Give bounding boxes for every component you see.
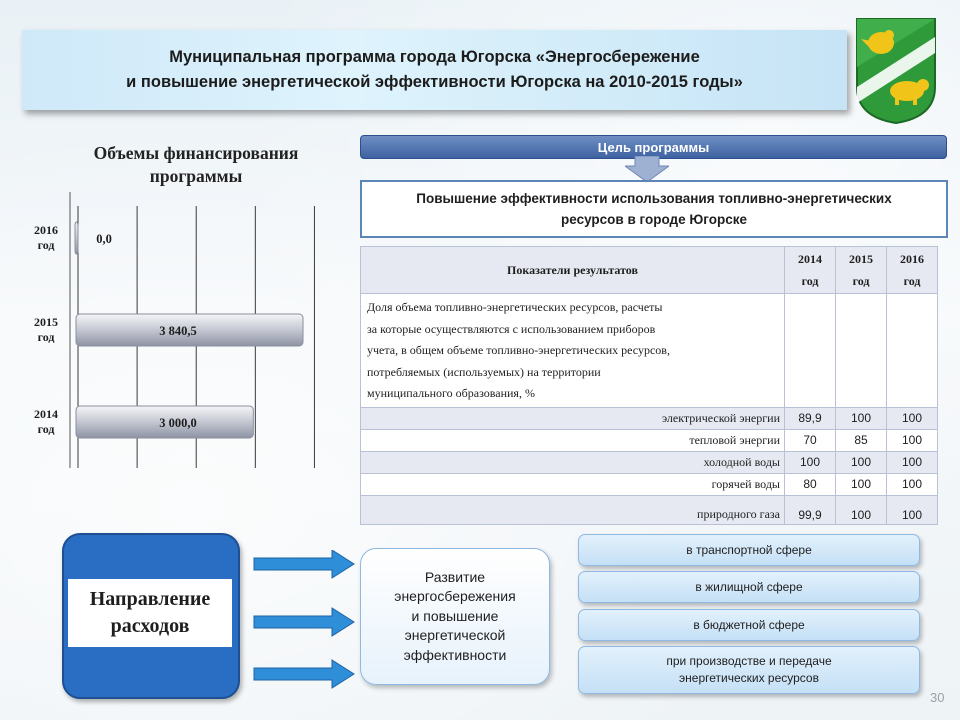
value-2014: 100	[784, 450, 836, 474]
row-label: тепловой энергии	[360, 428, 785, 452]
development-line: эффективности	[403, 646, 507, 663]
goal-text-line-1: Повышение эффективности использования то…	[416, 191, 892, 206]
description-line: учета, в общем объеме топливно-энергетич…	[367, 343, 670, 357]
table-row: горячей воды 80 100 100	[360, 472, 938, 496]
direction-line-1: Направление	[89, 588, 211, 610]
sphere-housing: в жилищной сфере	[578, 571, 920, 603]
table-row: электрической энергии 89,9 100 100	[360, 406, 938, 430]
year-header-2014: 2014 год	[784, 246, 836, 294]
chart-title: Объемы финансирования программы	[56, 142, 336, 188]
value-label: 3 000,0	[159, 416, 197, 430]
row-label: электрической энергии	[360, 406, 785, 430]
value-2016: 100	[886, 450, 938, 474]
sphere-production-line-2: энергетических ресурсов	[679, 671, 819, 685]
value-2014: 80	[784, 472, 836, 496]
bar	[75, 313, 304, 347]
empty-cell	[835, 293, 887, 408]
value-2016: 100	[886, 494, 938, 525]
goal-text-box: Повышение эффективности использования то…	[360, 180, 948, 238]
development-line: Развитие	[424, 568, 486, 585]
right-arrow-icon	[253, 659, 355, 689]
value-2015: 100	[835, 472, 887, 496]
bar	[75, 405, 254, 439]
row-label: природного газа	[360, 494, 785, 525]
indicators-table: Показатели результатов 2014 год 2015 год…	[360, 246, 938, 525]
sphere-transport: в транспортной сфере	[578, 534, 920, 566]
chart-title-line-1: Объемы финансирования	[93, 143, 299, 163]
indicators-header-label: Показатели результатов	[360, 246, 785, 294]
direction-label: Направление расходов	[68, 579, 232, 647]
year-suffix: год	[801, 274, 819, 288]
development-box: Развитие энергосбережения и повышение эн…	[360, 548, 550, 685]
sphere-production: при производстве и передаче энергетическ…	[578, 646, 920, 694]
description-line: муниципального образования, %	[367, 386, 535, 400]
sphere-budget: в бюджетной сфере	[578, 609, 920, 641]
title-banner: Муниципальная программа города Югорска «…	[22, 30, 847, 110]
direction-arrows	[253, 550, 355, 689]
right-arrow-icon	[253, 550, 355, 579]
value-2015: 100	[835, 450, 887, 474]
goal-text-line-2: ресурсов в городе Югорске	[561, 212, 747, 227]
description-row: Доля объема топливно-энергетических ресу…	[360, 293, 938, 408]
direction-line-2: расходов	[110, 615, 190, 637]
empty-cell	[784, 293, 836, 408]
year-number: 2014	[798, 252, 822, 266]
year-header-2016: 2016 год	[886, 246, 938, 294]
indicator-description: Доля объема топливно-энергетических ресу…	[360, 293, 785, 408]
year-suffix: год	[852, 274, 870, 288]
table-row: тепловой энергии 70 85 100	[360, 428, 938, 452]
development-line: и повышение	[411, 607, 499, 624]
value-2014: 89,9	[784, 406, 836, 430]
row-label: горячей воды	[360, 472, 785, 496]
coat-of-arms-icon	[856, 18, 936, 125]
development-line: энергетической	[404, 627, 506, 644]
title-line-1: Муниципальная программа города Югорска «…	[169, 48, 700, 66]
table-row: природного газа 99,9 100 100	[360, 494, 938, 525]
description-line: потребляемых (используемых) на территори…	[367, 364, 601, 379]
goal-header: Цель программы	[360, 135, 947, 159]
value-2015: 85	[835, 428, 887, 452]
value-label: 3 840,5	[159, 324, 197, 338]
value-2016: 100	[886, 406, 938, 430]
table-row: холодной воды 100 100 100	[360, 450, 938, 474]
empty-cell	[886, 293, 938, 408]
year-suffix: год	[903, 274, 921, 288]
sphere-production-line-1: при производстве и передаче	[666, 654, 832, 668]
development-line: энергосбережения	[394, 588, 516, 605]
page-number: 30	[930, 690, 945, 705]
title-line-2: и повышение энергетической эффективности…	[126, 73, 743, 91]
value-2014: 99,9	[784, 494, 836, 525]
description-line: за которые осуществляются с использовани…	[367, 321, 656, 336]
value-2016: 100	[886, 472, 938, 496]
year-header-2015: 2015 год	[835, 246, 887, 294]
value-2015: 100	[835, 406, 887, 430]
year-number: 2015	[849, 252, 873, 266]
down-arrow-icon	[625, 156, 669, 182]
value-label: 0,0	[96, 232, 112, 246]
value-2014: 70	[784, 428, 836, 452]
value-2015: 100	[835, 494, 887, 525]
chart-title-line-2: программы	[149, 166, 243, 186]
value-2016: 100	[886, 428, 938, 452]
bar	[74, 221, 79, 255]
description-line: Доля объема топливно-энергетических ресу…	[367, 300, 663, 314]
row-label: холодной воды	[360, 450, 785, 474]
year-number: 2016	[900, 252, 924, 266]
table-header-row: Показатели результатов 2014 год 2015 год…	[360, 246, 938, 294]
right-arrow-icon	[253, 607, 355, 637]
